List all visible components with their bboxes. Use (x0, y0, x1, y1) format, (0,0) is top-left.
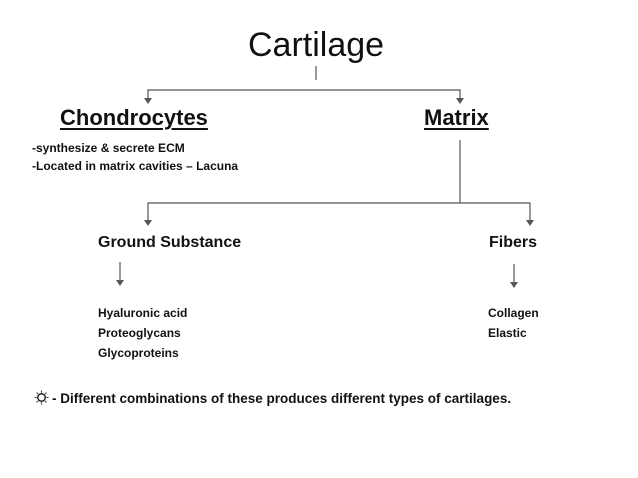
arrow-to-fibers (526, 220, 534, 226)
fibers-down-arrow (510, 282, 518, 288)
ground-substance-down-arrow (116, 280, 124, 286)
footnote: - Different combinations of these produc… (34, 390, 511, 406)
matrix-heading: Matrix (424, 105, 489, 130)
matrix-branch-line (147, 202, 531, 222)
list-item: Glycoproteins (98, 346, 179, 360)
chondrocytes-heading: Chondrocytes (60, 105, 208, 130)
diagram-title: Cartilage (248, 26, 385, 64)
list-item: Elastic (488, 326, 527, 340)
chondrocytes-points: -synthesize & secrete ECM -Located in ma… (32, 139, 238, 175)
list-item: Collagen (488, 306, 539, 320)
arrow-to-chondrocytes (144, 98, 152, 104)
arrow-to-ground-substance (144, 220, 152, 226)
ground-substance-heading: Ground Substance (98, 234, 242, 251)
footnote-text: - Different combinations of these produc… (52, 391, 512, 406)
list-item: Proteoglycans (98, 326, 181, 340)
chondrocytes-point: -Located in matrix cavities – Lacuna (32, 159, 239, 173)
fibers-heading: Fibers (489, 234, 538, 251)
list-item: Hyaluronic acid (98, 306, 188, 320)
fibers-list: Collagen Elastic (488, 303, 539, 343)
chondrocytes-point: -synthesize & secrete ECM (32, 141, 185, 155)
top-branch-line (147, 89, 461, 100)
arrow-to-matrix (456, 98, 464, 104)
sun-gear-icon (34, 390, 49, 405)
ground-substance-list: Hyaluronic acid Proteoglycans Glycoprote… (98, 303, 187, 363)
